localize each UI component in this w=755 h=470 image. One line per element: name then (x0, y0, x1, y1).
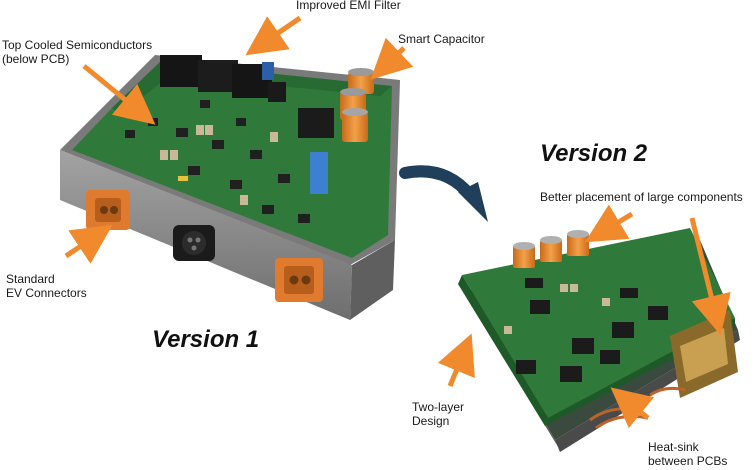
label-improved-emi-filter: Improved EMI Filter (296, 0, 401, 12)
ev-connector-left (86, 190, 130, 230)
version-transition-arrow (399, 165, 488, 222)
callout-arrow-semiconductors (82, 64, 156, 125)
signal-connector (173, 225, 215, 261)
label-version-1: Version 1 (152, 326, 260, 353)
callout-arrow-emi (245, 15, 302, 56)
callout-arrow-better-placement (584, 204, 634, 243)
callout-arrow-heat-sink (610, 387, 655, 429)
callout-arrow-two-layer (437, 333, 475, 387)
ev-connector-right (275, 258, 323, 302)
label-better-placement: Better placement of large components (540, 190, 743, 204)
smart-capacitors-v1 (340, 68, 374, 142)
label-standard-ev-connectors: Standard EV Connectors (6, 272, 87, 300)
semiconductor-array-v2 (516, 278, 668, 382)
control-chip (298, 108, 334, 138)
version-1-device (60, 55, 400, 320)
smart-capacitors-v2 (513, 230, 589, 268)
callout-arrow-ev-connectors (64, 224, 113, 264)
emi-filter-components (160, 55, 286, 102)
label-smart-capacitor: Smart Capacitor (398, 32, 485, 46)
label-version-2: Version 2 (540, 140, 648, 167)
label-two-layer-design: Two-layer Design (412, 400, 465, 428)
callout-arrow-smart-capacitor (370, 37, 414, 80)
callout-arrow-large-component (689, 217, 731, 336)
blue-component (310, 152, 328, 194)
label-heat-sink: Heat-sink between PCBs (648, 440, 728, 468)
callout-arrows (64, 15, 731, 429)
enclosure-right-face (350, 240, 395, 320)
version-2-device (458, 228, 740, 452)
label-top-cooled-semiconductors: Top Cooled Semiconductors (below PCB) (2, 38, 153, 66)
